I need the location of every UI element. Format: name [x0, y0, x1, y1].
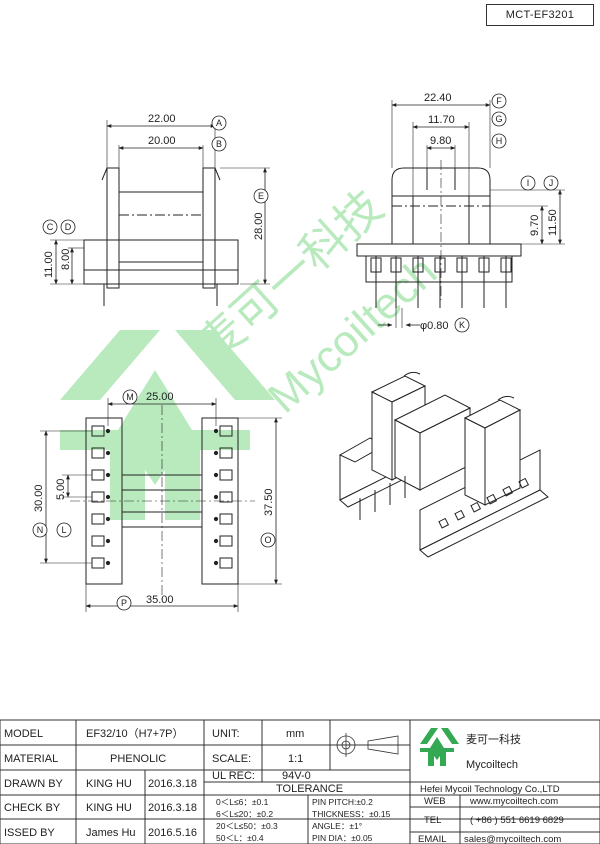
issued-label: ISSED BY: [4, 827, 55, 839]
callout-m: M: [126, 392, 134, 402]
web-label: WEB: [424, 796, 446, 807]
tol-1: 0＜L≤6：±0.1: [216, 797, 269, 807]
ulrec-value: 94V-0: [282, 770, 311, 782]
tol-angle: ANGLE：±1°: [312, 821, 362, 831]
tel-label: TEL: [424, 815, 441, 826]
unit-label: UNIT:: [212, 728, 240, 740]
callout-letters: A B C D E F G H I J K M L N O P: [37, 96, 554, 608]
bottom-view-pin-dots: [105, 428, 219, 566]
callout-g: G: [495, 114, 502, 124]
dim-n-value: 30.00: [33, 484, 45, 512]
front-view: [50, 120, 270, 306]
dim-c-value: 11.00: [43, 251, 55, 278]
bottom-view-pads-right: [219, 425, 233, 569]
scale-value: 1:1: [288, 753, 303, 765]
material-label: MATERIAL: [4, 753, 58, 765]
tol-4: 50＜L：±0.4: [216, 833, 264, 843]
dim-m-value: 25.00: [146, 391, 174, 403]
callout-n: N: [37, 525, 44, 535]
callout-e: E: [258, 191, 264, 201]
callout-i: I: [527, 178, 530, 188]
dim-o-value: 37.50: [263, 488, 275, 516]
tel-value: ( +86 ) 551 6619 6829: [470, 815, 564, 826]
dim-h-value: 9.80: [430, 135, 451, 147]
issued-date: 2016.5.16: [148, 827, 197, 839]
model-label: MODEL: [4, 728, 43, 740]
callout-h: H: [496, 136, 503, 146]
callout-p: P: [121, 598, 127, 608]
front-view-labels: 22.00 20.00 28.00 11.00 8.00: [43, 113, 265, 278]
title-block: MODEL EF32/10（H7+7P） MATERIAL PHENOLIC D…: [0, 719, 600, 844]
check-name: KING HU: [86, 802, 132, 814]
dim-d-value: 8.00: [60, 249, 72, 270]
side-view-slots: [370, 257, 512, 273]
callout-c: C: [47, 222, 54, 232]
dim-g-value: 11.70: [428, 114, 455, 126]
side-view-pins: [375, 256, 507, 308]
check-date: 2016.3.18: [148, 802, 197, 814]
dim-a-value: 22.00: [148, 113, 176, 125]
dim-i-value: 9.70: [529, 215, 541, 236]
callout-a: A: [216, 118, 222, 128]
isometric-pins: [359, 476, 530, 529]
issued-name: James Hu: [86, 827, 136, 839]
tolerance-title: TOLERANCE: [276, 783, 343, 795]
model-value: EF32/10（H7+7P）: [86, 727, 184, 740]
company-logo-icon: [420, 728, 459, 766]
side-view: [356, 100, 565, 328]
dim-j-value: 11.50: [547, 209, 559, 236]
scale-label: SCALE:: [212, 753, 251, 765]
bottom-view-labels: 25.00 35.00 30.00 5.00 37.50: [33, 391, 275, 606]
dim-f-value: 22.40: [424, 92, 452, 104]
check-label: CHECK BY: [4, 802, 61, 814]
title-block-grid: [0, 719, 600, 844]
web-value: www.mycoiltech.com: [469, 796, 558, 807]
callout-b: B: [216, 139, 222, 149]
dim-k-value: φ0.80: [420, 320, 449, 332]
callout-j: J: [549, 178, 554, 188]
unit-value: mm: [286, 728, 304, 740]
dim-e-value: 28.00: [253, 212, 265, 240]
company-cn: 麦可一科技: [466, 732, 521, 746]
tol-2: 6＜L≤20：±0.2: [216, 809, 273, 819]
drawn-label: DRAWN BY: [4, 778, 64, 790]
email-label: EMAIL: [418, 834, 447, 844]
bottom-view-pads-left: [91, 425, 105, 569]
email-value: sales@mycoiltech.com: [464, 834, 561, 844]
callout-o: O: [264, 535, 271, 545]
dim-p-value: 35.00: [146, 594, 174, 606]
projection-symbol-icon: [334, 733, 399, 757]
dim-b-value: 20.00: [148, 135, 176, 147]
callout-d: D: [65, 222, 72, 232]
drawn-date: 2016.3.18: [148, 778, 197, 790]
side-view-labels: 22.40 11.70 9.80 9.70 11.50 φ0.80: [420, 92, 559, 332]
tol-3: 20＜L≤50：±0.3: [216, 821, 278, 831]
bottom-view: [40, 398, 282, 612]
isometric-view: [338, 371, 549, 558]
ulrec-label: UL REC:: [212, 770, 255, 782]
company-en: Mycoiltech: [466, 759, 518, 771]
callouts: [32, 93, 559, 611]
tol-pitch: PIN PITCH:±0.2: [312, 797, 373, 807]
material-value: PHENOLIC: [110, 753, 166, 765]
tol-thickness: THICKNESS：±0.15: [312, 809, 391, 819]
callout-l: L: [61, 525, 66, 535]
dim-l-value: 5.00: [55, 479, 67, 500]
callout-f: F: [496, 96, 502, 106]
drawn-name: KING HU: [86, 778, 132, 790]
watermark-logo: [60, 330, 275, 520]
tol-pin-dia: PIN DIA：±0.05: [312, 833, 373, 843]
part-code-box: MCT-EF3201: [486, 4, 594, 26]
company-name: Hefei Mycoil Technology Co.,LTD: [420, 784, 560, 795]
callout-k: K: [459, 320, 465, 330]
